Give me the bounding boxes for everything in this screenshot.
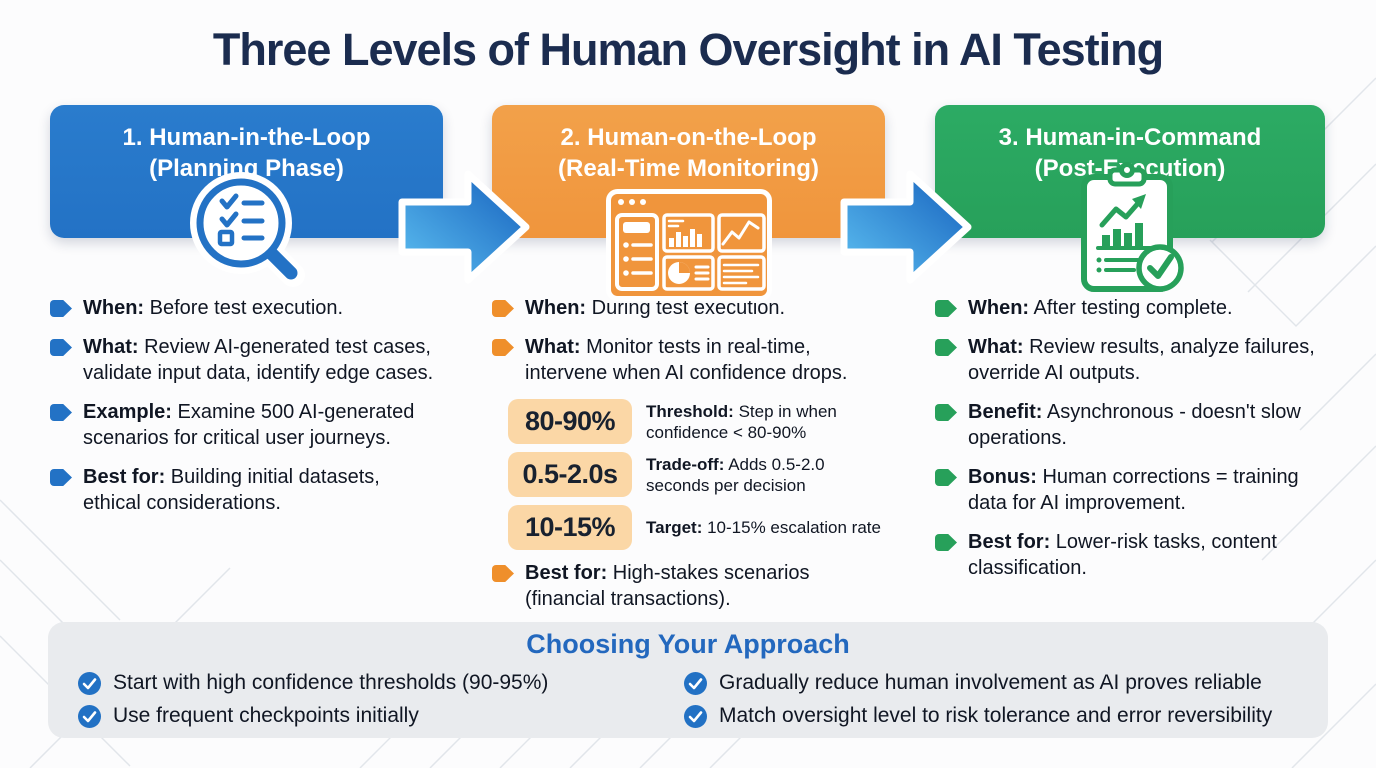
column-1-heading-line1: 1. Human-in-the-Loop	[122, 124, 371, 151]
bullet-text: Before test execution.	[149, 297, 344, 319]
list-item: When: Before test execution.	[50, 295, 443, 321]
arrow-bullet-icon	[935, 339, 957, 356]
bullet-text: After testing complete.	[1033, 297, 1233, 319]
arrow-bullet-icon	[50, 339, 72, 356]
list-item: What: Review AI-generated test cases, va…	[50, 334, 443, 386]
bullet-text: Lower-risk tasks, content classification…	[968, 531, 1277, 579]
bullet-label: What:	[968, 336, 1024, 358]
column-2-body: When: During test execution. What: Monit…	[492, 295, 885, 612]
bullet-text: Review results, analyze failures, overri…	[968, 336, 1315, 384]
column-1-body: When: Before test execution. What: Revie…	[50, 295, 443, 516]
bullet-text: Building initial datasets, ethical consi…	[83, 466, 380, 514]
bullet-text: Monitor tests in real-time, intervene wh…	[525, 336, 848, 384]
list-item: Benefit: Asynchronous - doesn't slow ope…	[935, 399, 1325, 451]
clipboard-chart-icon	[1072, 161, 1188, 302]
list-item: Best for: High-stakes scenarios (financi…	[492, 560, 885, 612]
check-item-text: Gradually reduce human involvement as AI…	[719, 671, 1262, 694]
arrow-bullet-icon	[50, 404, 72, 421]
list-item: Example: Examine 500 AI-generated scenar…	[50, 399, 443, 451]
arrow-bullet-icon	[492, 339, 514, 356]
stat-label: Threshold:	[646, 401, 734, 421]
columns-container: 1. Human-in-the-Loop (Planning Phase)	[50, 105, 1326, 625]
list-item: Best for: Lower-risk tasks, content clas…	[935, 529, 1325, 581]
flow-arrow-icon	[396, 166, 534, 293]
arrow-bullet-icon	[935, 404, 957, 421]
column-2-heading-line2: (Real-Time Monitoring)	[558, 155, 819, 182]
arrow-bullet-icon	[50, 469, 72, 486]
magnifier-checklist-icon	[185, 171, 309, 300]
arrow-bullet-icon	[492, 300, 514, 317]
bullet-label: When:	[968, 297, 1030, 319]
bullet-label: When:	[525, 297, 587, 319]
bullet-text: Asynchronous - doesn't slow operations.	[968, 401, 1301, 449]
list-item: What: Monitor tests in real-time, interv…	[492, 334, 885, 386]
check-item-text: Match oversight level to risk tolerance …	[719, 704, 1273, 727]
list-item: When: During test execution.	[492, 295, 885, 321]
list-item: What: Review results, analyze failures, …	[935, 334, 1325, 386]
bullet-text: High-stakes scenarios (financial transac…	[525, 562, 810, 610]
footer-left-column: Start with high confidence thresholds (9…	[78, 671, 684, 737]
bullet-label: Benefit:	[968, 401, 1043, 423]
list-item: Gradually reduce human involvement as AI…	[684, 671, 1298, 695]
column-human-in-command: 3. Human-in-Command (Post-Execution)	[935, 105, 1325, 625]
column-human-on-the-loop: 2. Human-on-the-Loop (Real-Time Monitori…	[492, 105, 885, 625]
stat-text: 10-15% escalation rate	[707, 518, 881, 537]
bullet-text: Examine 500 AI-generated scenarios for c…	[83, 401, 415, 449]
stat-label: Target:	[646, 518, 703, 537]
bullet-label: Bonus:	[968, 466, 1037, 488]
footer-lists: Start with high confidence thresholds (9…	[48, 671, 1328, 737]
stat-badge: 10-15%	[508, 505, 632, 550]
choosing-approach-panel: Choosing Your Approach Start with high c…	[48, 622, 1328, 738]
page-title: Three Levels of Human Oversight in AI Te…	[212, 24, 1164, 75]
check-item-text: Start with high confidence thresholds (9…	[113, 671, 549, 694]
check-circle-icon	[78, 704, 101, 728]
bullet-label: Best for:	[83, 466, 166, 488]
stat-badge: 0.5-2.0s	[508, 452, 632, 497]
list-item: Best for: Building initial datasets, eth…	[50, 464, 443, 516]
list-item: Use frequent checkpoints initially	[78, 704, 684, 728]
bullet-text: Review AI-generated test cases, validate…	[83, 336, 434, 384]
arrow-bullet-icon	[492, 565, 514, 582]
stat-row: 0.5-2.0s Trade-off: Adds 0.5-2.0 seconds…	[508, 452, 885, 497]
dashboard-icon	[605, 189, 772, 306]
column-2-heading-line1: 2. Human-on-the-Loop	[560, 124, 817, 151]
check-circle-icon	[684, 704, 707, 728]
footer-right-column: Gradually reduce human involvement as AI…	[684, 671, 1298, 737]
list-item: Bonus: Human corrections = training data…	[935, 464, 1325, 516]
arrow-bullet-icon	[935, 469, 957, 486]
arrow-bullet-icon	[50, 300, 72, 317]
check-item-text: Use frequent checkpoints initially	[113, 704, 419, 727]
check-circle-icon	[684, 671, 707, 695]
stats-list: 80-90% Threshold: Step in when confidenc…	[508, 399, 885, 550]
bullet-label: Example:	[83, 401, 172, 423]
stat-row: 10-15% Target: 10-15% escalation rate	[508, 505, 885, 550]
bullet-label: Best for:	[525, 562, 608, 584]
arrow-bullet-icon	[935, 300, 957, 317]
footer-title: Choosing Your Approach	[526, 629, 850, 659]
column-3-heading-line1: 3. Human-in-Command	[998, 124, 1262, 151]
column-human-in-the-loop: 1. Human-in-the-Loop (Planning Phase)	[50, 105, 443, 625]
arrow-bullet-icon	[935, 534, 957, 551]
stat-label: Trade-off:	[646, 454, 725, 474]
bullet-text: During test execution.	[591, 297, 786, 319]
stat-badge: 80-90%	[508, 399, 632, 444]
stat-text: Adds 0.5-2.0 seconds per decision	[646, 454, 825, 495]
list-item: Start with high confidence thresholds (9…	[78, 671, 684, 695]
stat-text: Step in when confidence < 80-90%	[646, 401, 837, 442]
column-3-body: When: After testing complete. What: Revi…	[935, 295, 1325, 581]
bullet-label: Best for:	[968, 531, 1051, 553]
bullet-label: What:	[83, 336, 139, 358]
bullet-text: Human corrections = training data for AI…	[968, 466, 1299, 514]
check-circle-icon	[78, 671, 101, 695]
bullet-label: When:	[83, 297, 145, 319]
stat-row: 80-90% Threshold: Step in when confidenc…	[508, 399, 885, 444]
list-item: Match oversight level to risk tolerance …	[684, 704, 1298, 728]
flow-arrow-icon	[838, 166, 976, 293]
bullet-label: What:	[525, 336, 581, 358]
list-item: When: After testing complete.	[935, 295, 1325, 321]
